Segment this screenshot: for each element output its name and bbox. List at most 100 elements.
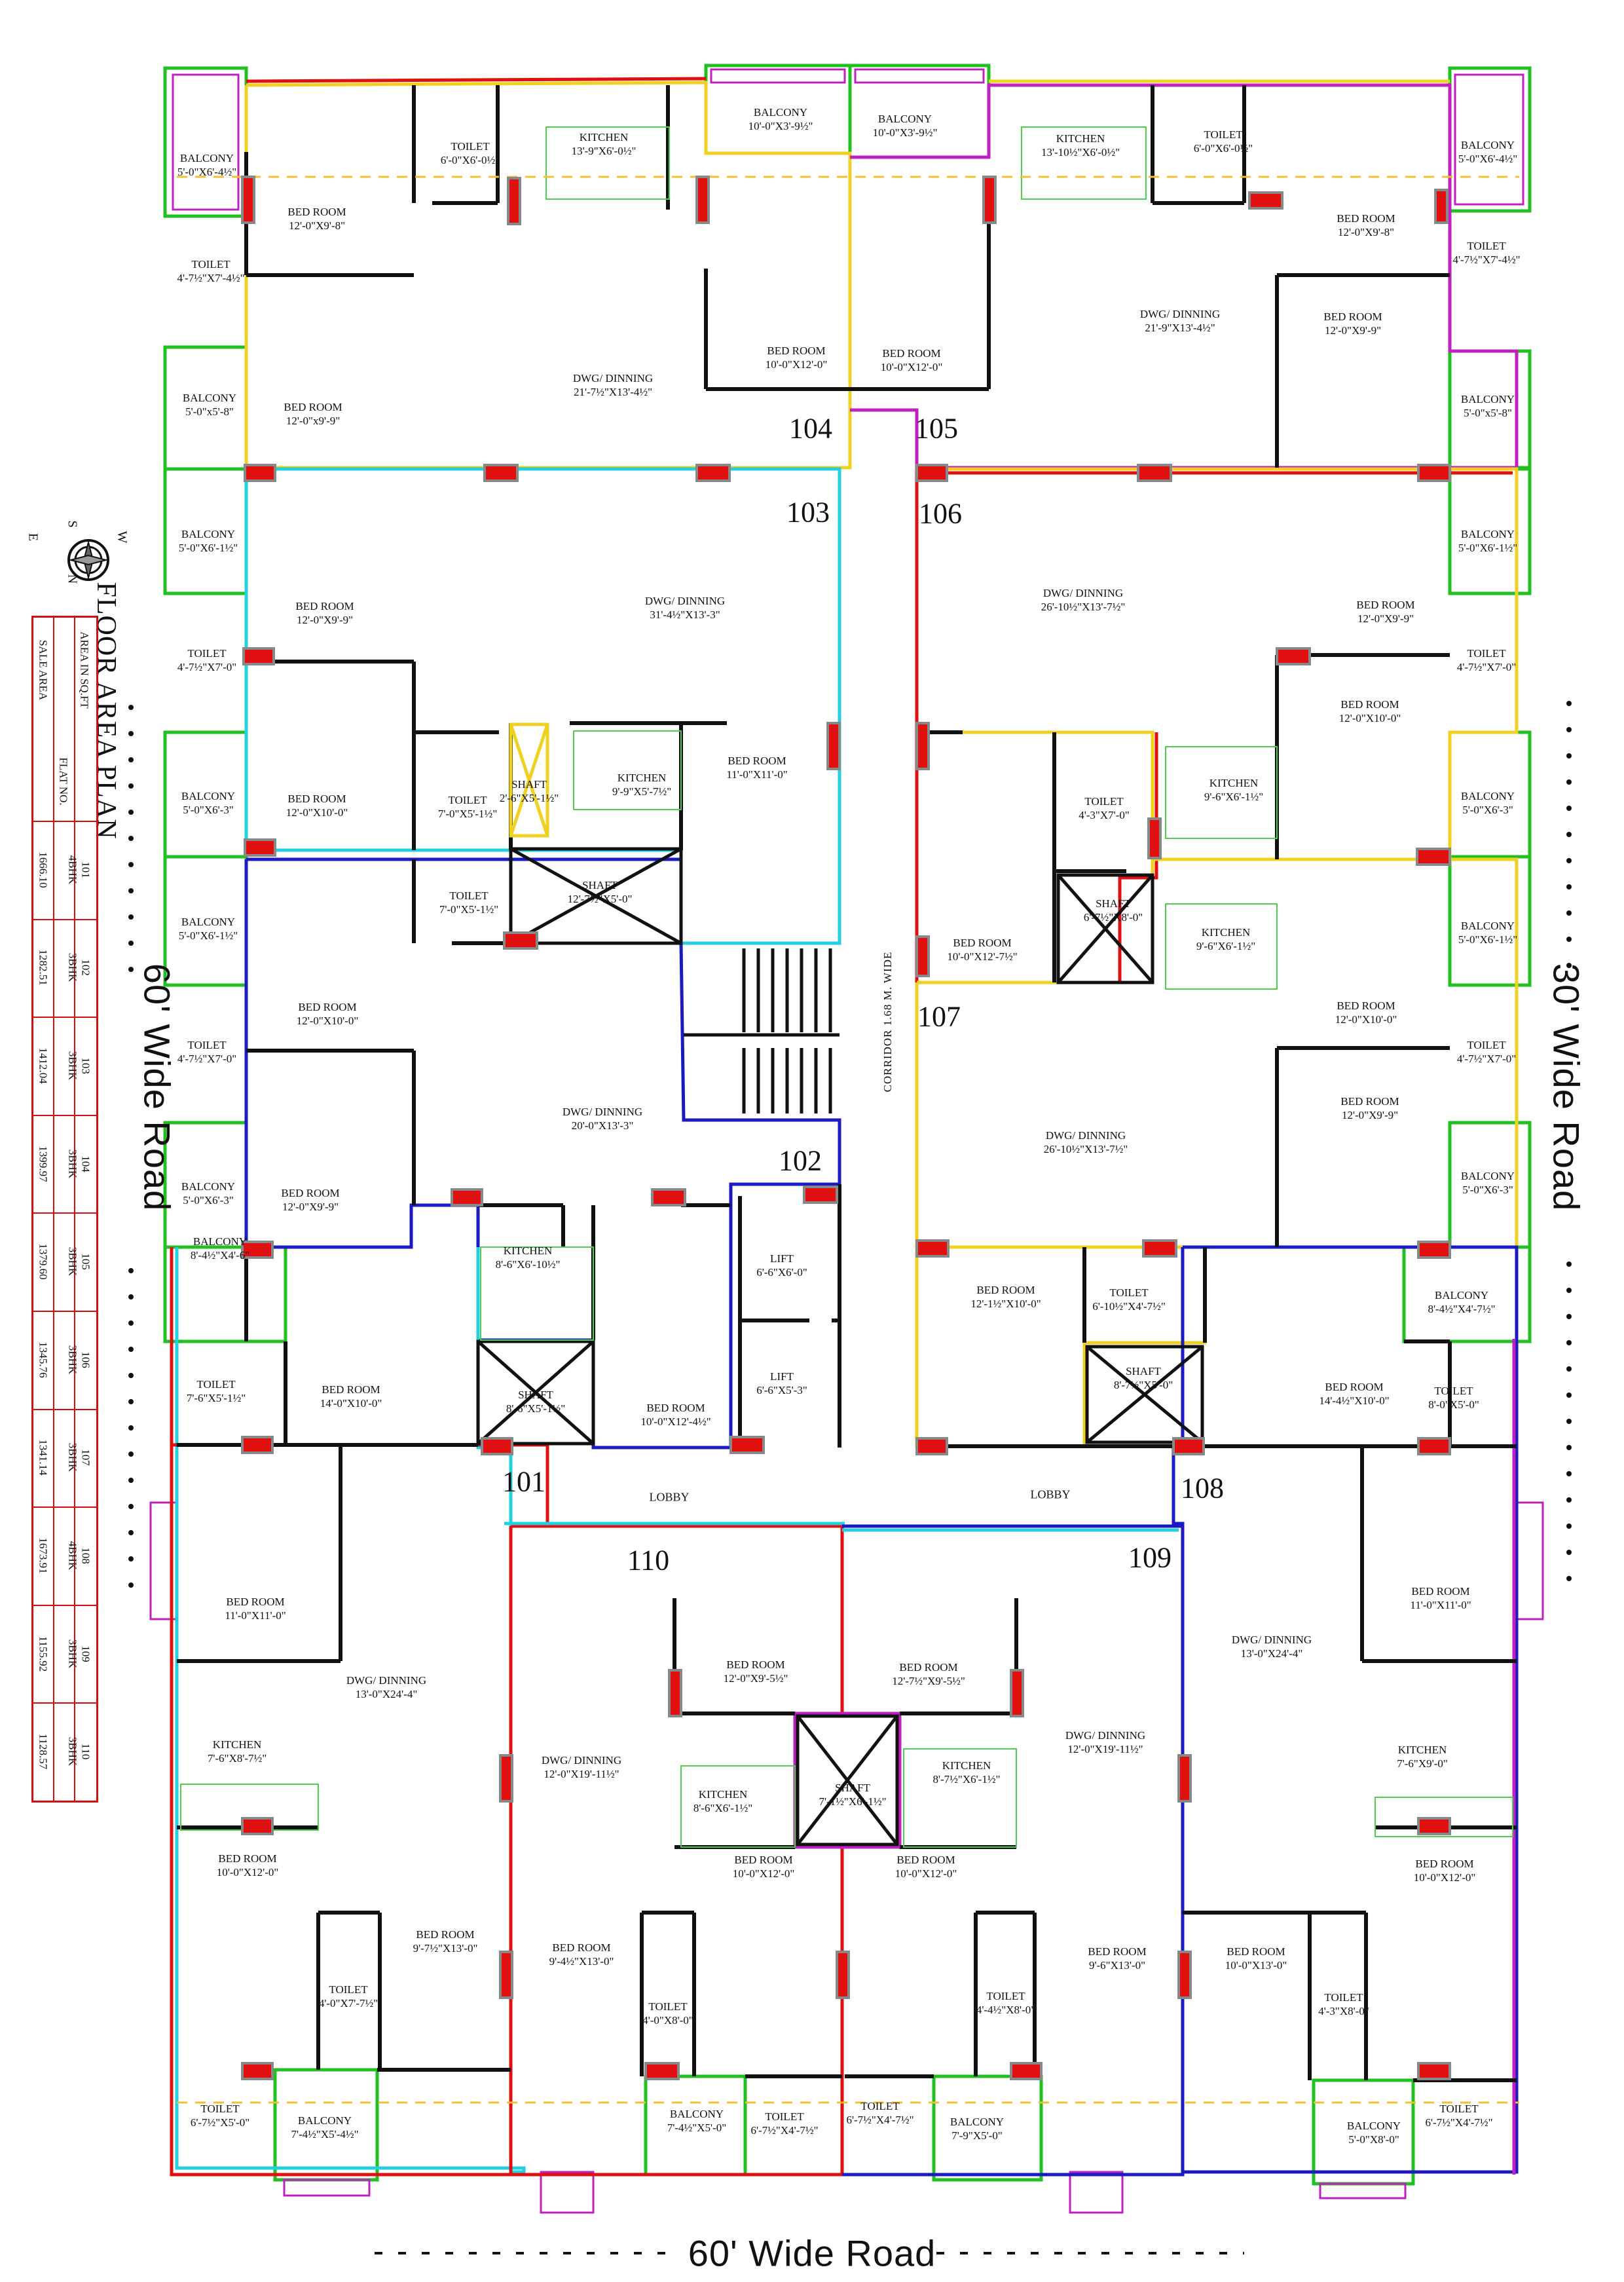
room-name: LIFT bbox=[770, 1252, 794, 1265]
room-name: DWG/ DINNING bbox=[1231, 1634, 1312, 1646]
room-dimension: 4'-7½"X7'-0" bbox=[177, 661, 237, 673]
railing-hatch bbox=[540, 2171, 595, 2214]
room-dimension: 4'-7½"X7'-4½" bbox=[1452, 253, 1521, 266]
room-name: DWG/ DINNING bbox=[1139, 308, 1221, 320]
table-flat-type: 4BHK bbox=[66, 855, 79, 884]
room-dimension: 12'-0"X9'-9" bbox=[282, 1201, 339, 1213]
balcony-outline bbox=[163, 1245, 287, 1343]
room-dimension: 7'-6"X5'-1½" bbox=[186, 1392, 246, 1404]
room-name: BED ROOM bbox=[295, 600, 354, 612]
room-dimension: 7'-4½"X5'-0" bbox=[667, 2122, 727, 2134]
room-dimension: 6'-0"X6'-0½" bbox=[1193, 142, 1253, 155]
room-dimension: 11'-0"X11'-0" bbox=[1410, 1599, 1471, 1611]
room-dimension: 31'-4½"X13'-3" bbox=[650, 608, 720, 621]
table-flat-type: 3BHK bbox=[66, 1736, 79, 1767]
room-dimension: 4'-7½"X7'-0" bbox=[177, 1053, 237, 1065]
table-flat-no: 108 bbox=[79, 1547, 92, 1564]
room-dimension: 6'-6"X6'-0" bbox=[756, 1266, 807, 1279]
room-dimension: 2'-6"X5'-1½" bbox=[499, 792, 559, 804]
room-dimension: 9'-6"X6'-1½" bbox=[1204, 791, 1264, 803]
table-flat-type: 3BHK bbox=[66, 1051, 79, 1081]
table-sale-area: 1155.92 bbox=[37, 1636, 50, 1672]
room-dimension: 8'-6"X6'-10½" bbox=[495, 1258, 561, 1271]
compass-south-label: S bbox=[65, 520, 80, 528]
room-dimension: 11'-0"X11'-0" bbox=[726, 768, 788, 781]
room-name: TOILET bbox=[191, 258, 231, 271]
room-name: BALCONY bbox=[1460, 139, 1515, 151]
room-name: BED ROOM bbox=[767, 345, 826, 357]
room-dimension: 13'-9"X6'-0½" bbox=[571, 145, 637, 157]
room-dimension: 10'-0"X12'-0" bbox=[1413, 1871, 1476, 1884]
room-dimension: 5'-0"X6'-3" bbox=[1462, 804, 1513, 816]
flat-number: 101 bbox=[502, 1465, 545, 1498]
railing-hatch bbox=[283, 2179, 371, 2197]
flat-105-boundary bbox=[850, 83, 1519, 470]
table-sale-area: 1282.51 bbox=[37, 949, 50, 986]
room-name: KITCHEN bbox=[942, 1759, 991, 1772]
table-flat-type: 3BHK bbox=[66, 1443, 79, 1472]
room-name: BED ROOM bbox=[1411, 1585, 1470, 1598]
table-flat-type: 4BHK bbox=[66, 1541, 79, 1571]
room-dimension: 12'-0"X10'-0" bbox=[296, 1015, 359, 1027]
balcony-outline bbox=[848, 64, 991, 159]
room-dimension: 5'-0"X8'-0" bbox=[1348, 2133, 1399, 2146]
room-name: BED ROOM bbox=[1323, 310, 1382, 323]
room-name: SHAFT bbox=[518, 1389, 553, 1401]
table-flat-type: 3BHK bbox=[66, 1345, 79, 1374]
room-name: DWG/ DINNING bbox=[346, 1674, 427, 1687]
room-dimension: 12'-0"X9'-9" bbox=[1357, 612, 1414, 625]
room-name: DWG/ DINNING bbox=[562, 1106, 643, 1118]
room-dimension: 10'-0"X12'-0" bbox=[895, 1867, 957, 1880]
room-dimension: 5'-0"x5'-8" bbox=[185, 405, 234, 418]
room-name: BED ROOM bbox=[298, 1001, 357, 1013]
sale-area-header: SALE AREA bbox=[37, 639, 50, 701]
room-name: BALCONY bbox=[297, 2114, 352, 2127]
room-dimension: 4'-7½"X7'-0" bbox=[1456, 661, 1517, 673]
room-name: BED ROOM bbox=[284, 401, 342, 413]
room-dimension: 4'-4½"X8'-0" bbox=[976, 2004, 1036, 2016]
area-header: AREA IN SQ.FT bbox=[78, 631, 91, 709]
room-dimension: 12'-7½"X5'-0" bbox=[567, 893, 633, 905]
room-name: KITCHEN bbox=[1397, 1744, 1447, 1756]
room-dimension: 21'-9"X13'-4½" bbox=[1145, 322, 1215, 334]
room-name: TOILET bbox=[448, 794, 487, 806]
shaft-box bbox=[476, 1339, 595, 1446]
room-name: BALCONY bbox=[179, 152, 234, 164]
compass-icon bbox=[67, 539, 109, 581]
room-dimension: 14'-4½"X10'-0" bbox=[1319, 1394, 1390, 1407]
room-name: KITCHEN bbox=[698, 1788, 748, 1801]
room-dimension: 10'-0"X12'-0" bbox=[765, 358, 828, 371]
room-name: BED ROOM bbox=[953, 937, 1012, 949]
table-sale-area: 1128.57 bbox=[37, 1733, 50, 1770]
room-dimension: 4'-7½"X7'-0" bbox=[1456, 1053, 1517, 1065]
room-dimension: 5'-0"X6'-4½" bbox=[1458, 153, 1518, 165]
room-dimension: 12'-1½"X10'-0" bbox=[970, 1298, 1041, 1310]
